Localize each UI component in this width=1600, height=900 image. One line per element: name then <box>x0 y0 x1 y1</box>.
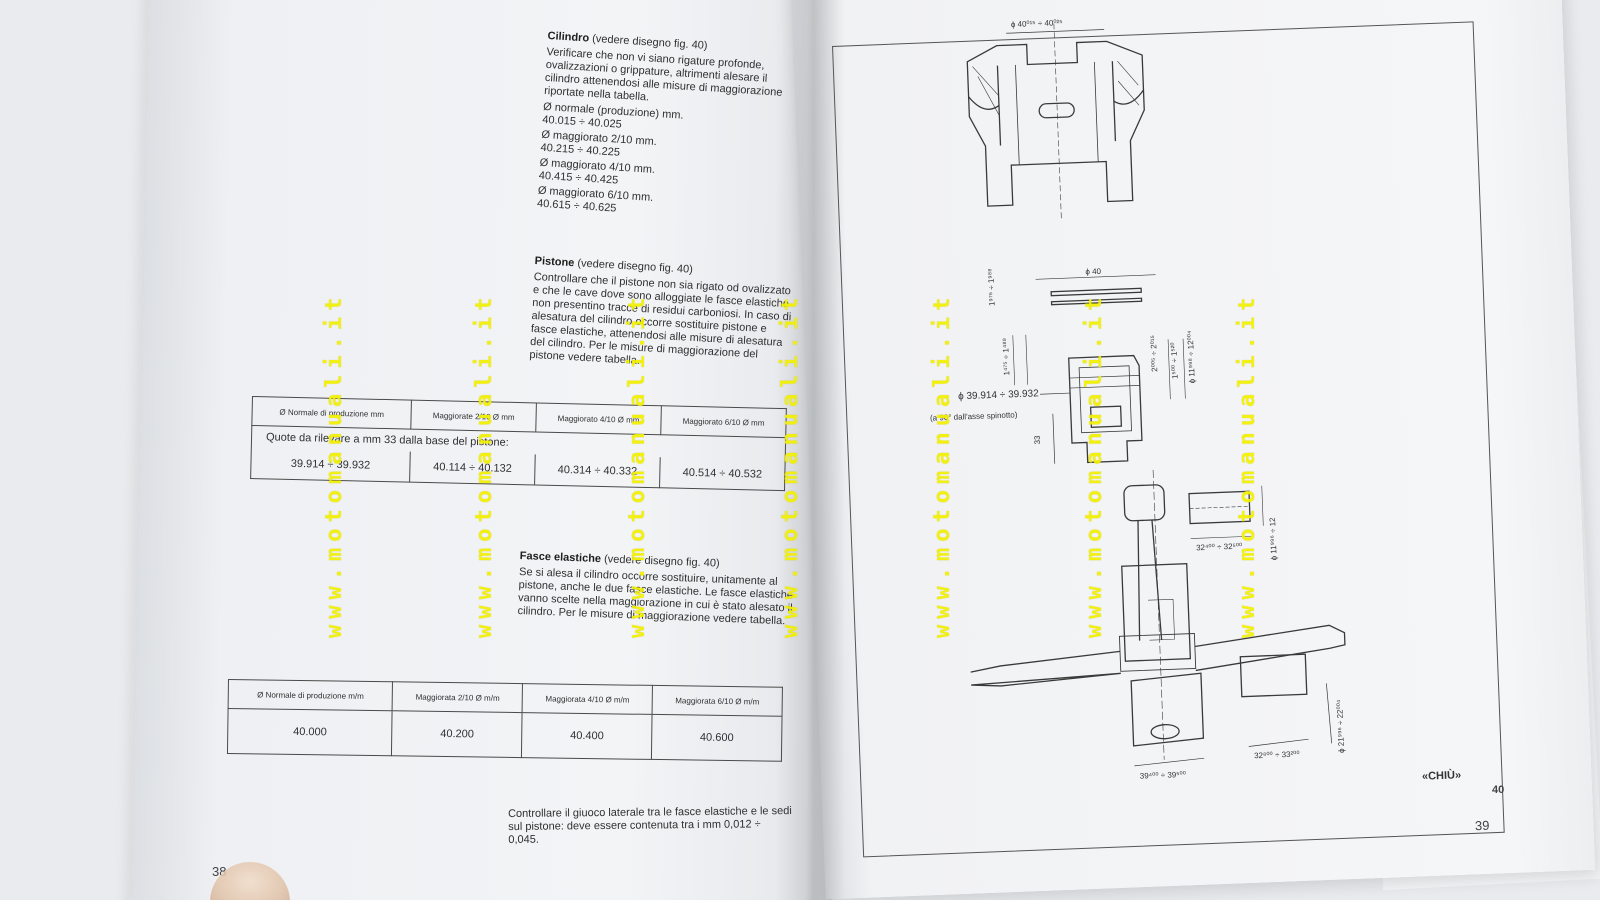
piston-section <box>1012 334 1186 464</box>
dim-web-width: 39⁴⁰⁰ ÷ 39⁵⁰⁰ <box>1140 770 1187 780</box>
figure-caption: «CHIÙ» <box>1421 769 1462 783</box>
section-pistone: Pistone (vedere disegno fig. 40) Control… <box>529 255 795 379</box>
piston-rings <box>1035 274 1156 306</box>
dim-cyl-bore: ϕ 40⁰¹⁵ ÷ 40⁰²⁵ <box>1011 18 1063 29</box>
cilindro-title: Cilindro <box>547 30 590 45</box>
watermark: www.motomanuali.it <box>322 291 347 638</box>
crankshaft-assembly <box>970 484 1346 767</box>
table-header-cell: Maggiorata 4/10 Ø m/m <box>522 683 653 715</box>
table-cell: 40.400 <box>521 712 653 760</box>
table-row: 40.000 40.200 40.400 40.600 <box>227 708 783 762</box>
dim-shaft-dia: ϕ 21⁹⁹⁶ ÷ 22⁰⁰⁴ <box>1335 699 1346 753</box>
watermark: www.motomanuali.it <box>1235 291 1260 638</box>
table-header-cell: Maggiorato 6/10 Ø mm <box>660 405 787 438</box>
dim-wheel-len: 32⁸⁰⁰ ÷ 33²⁰⁰ <box>1254 750 1300 761</box>
table-header-cell: Ø Normale di produzione m/m <box>228 679 393 711</box>
book-gutter <box>775 0 845 900</box>
fasce-body: Se si alesa il cilindro occorre sostitui… <box>517 565 794 628</box>
figure-number: 40 <box>1492 784 1505 796</box>
pistone-title: Pistone <box>534 255 575 270</box>
table-fasce: Ø Normale di produzione m/m Maggiorata 2… <box>227 679 783 762</box>
technical-drawing: ϕ 40⁰¹⁵ ÷ 40⁰²⁵ ϕ 40 1⁹⁷⁶ ÷ 1⁹⁸⁸ 1⁴⁷⁵ ÷ … <box>958 18 1346 780</box>
section-fasce: Fasce elastiche (vedere disegno fig. 40)… <box>517 550 795 632</box>
watermark: www.motomanuali.it <box>778 291 803 638</box>
section-cilindro: Cilindro (vedere disegno fig. 40) Verifi… <box>537 30 798 228</box>
dim-ring-h2: 1⁴⁷⁵ ÷ 1⁴⁸⁸ <box>1001 338 1011 376</box>
table-cell: 40.000 <box>227 708 393 756</box>
dim-ring-dia: ϕ 40 <box>1085 267 1101 277</box>
watermark: www.motomanuali.it <box>1082 291 1107 638</box>
table-cell: 40.600 <box>651 714 783 762</box>
page-number-right: 39 <box>1474 817 1490 834</box>
table-cell: 40.200 <box>391 710 523 758</box>
dim-pin-len: 32⁴⁰⁰ ÷ 32⁵⁰⁰ <box>1196 542 1243 553</box>
watermark: www.motomanuali.it <box>930 291 955 638</box>
dim-piston-dia: ϕ 39.914 ÷ 39.932 <box>958 388 1039 402</box>
cylinder-section <box>966 23 1145 219</box>
table-header-cell: Maggiorata 6/10 Ø m/m <box>652 685 783 717</box>
pistone-body: Controllare che il pistone non sia rigat… <box>529 270 792 368</box>
dim-height: 33 <box>1033 435 1042 445</box>
giuoco-paragraph: Controllare il giuoco laterale tra le fa… <box>508 805 792 846</box>
dim-pin-bore: ϕ 11⁹⁹⁸ ÷ 12⁰⁰⁴ <box>1186 330 1197 384</box>
fasce-title: Fasce elastiche <box>519 550 602 566</box>
watermark: www.motomanuali.it <box>625 291 650 638</box>
dim-ring-h1: 1⁹⁷⁶ ÷ 1⁹⁸⁸ <box>986 268 996 306</box>
dim-groove2: 1⁵⁰⁰ ÷ 1⁵²⁰ <box>1169 342 1179 379</box>
table-cell: 40.514 ÷ 40.532 <box>659 457 786 491</box>
watermark: www.motomanuali.it <box>472 291 497 638</box>
dim-pin-dia: ϕ 11⁹⁹⁶ ÷ 12 <box>1268 517 1279 561</box>
piston-pin <box>1188 485 1264 539</box>
table-header-cell: Maggiorata 2/10 Ø m/m <box>392 681 523 713</box>
dim-groove1: 2⁰⁰⁵ ÷ 2⁰¹⁵ <box>1149 335 1159 372</box>
